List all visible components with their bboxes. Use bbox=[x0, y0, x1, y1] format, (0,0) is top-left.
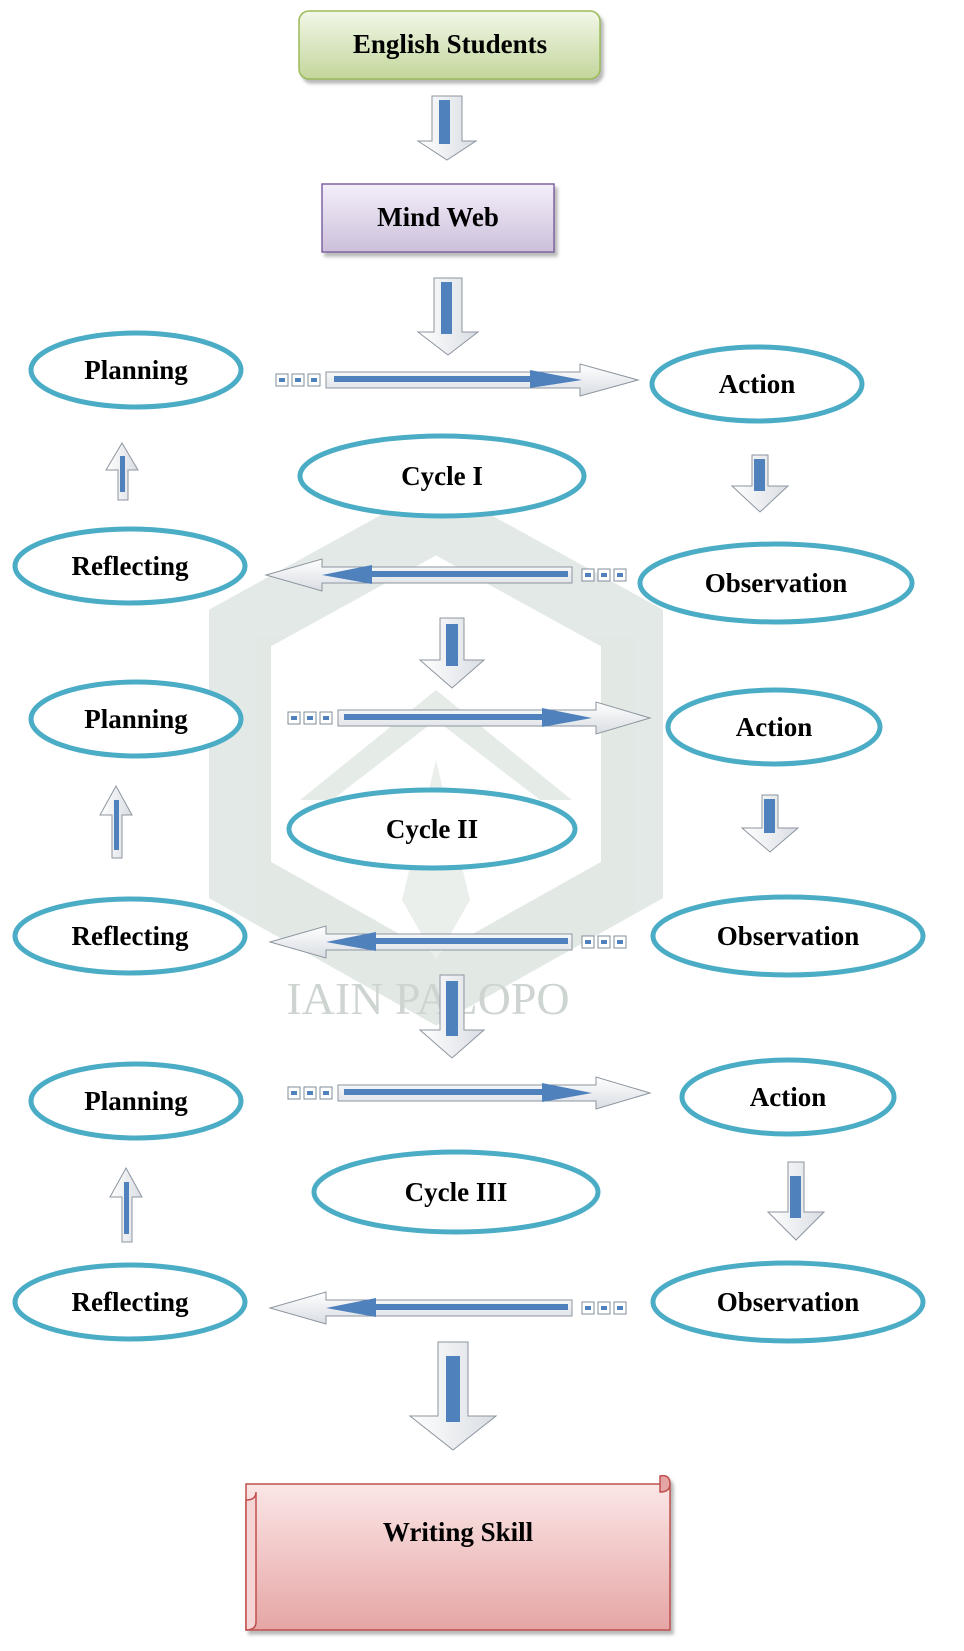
left-arrow-icon bbox=[264, 558, 627, 592]
start-node-box bbox=[298, 10, 601, 80]
cycle-1-action-node bbox=[649, 344, 865, 424]
cycle-2-title-node bbox=[286, 787, 578, 871]
up-arrow-icon bbox=[99, 784, 133, 859]
cycle-2-planning-node bbox=[28, 679, 244, 759]
cycle-1-reflecting-node bbox=[12, 526, 248, 606]
cycle-1-planning-node bbox=[28, 330, 244, 410]
cycle-1-observation-label: Observation bbox=[705, 568, 848, 598]
scroll-curl-top-right bbox=[659, 1474, 671, 1493]
result-node-box bbox=[245, 1483, 671, 1631]
cycle-2-action-label: Action bbox=[736, 712, 813, 742]
right-arrow-icon bbox=[287, 1076, 652, 1110]
cycle-3-reflecting-node bbox=[12, 1262, 248, 1342]
down-arrow-icon bbox=[766, 1161, 826, 1241]
scroll-curl-left bbox=[245, 1491, 257, 1631]
method-node-box bbox=[321, 183, 555, 253]
cycle-1-observation-node bbox=[637, 541, 915, 625]
cycle-2-observation-node bbox=[650, 894, 926, 978]
start-node-label: English Students bbox=[353, 29, 547, 59]
method-node bbox=[321, 183, 555, 253]
cycle-2-title-label: Cycle II bbox=[386, 814, 478, 844]
down-arrow-icon bbox=[416, 277, 480, 356]
down-arrow-icon bbox=[418, 617, 486, 689]
cycle-3-title-node bbox=[311, 1149, 601, 1235]
cycle-3-observation-label: Observation bbox=[717, 1287, 860, 1317]
cycle-1-reflecting-label: Reflecting bbox=[72, 551, 189, 581]
up-arrow-icon bbox=[105, 442, 139, 501]
cycle-3-title-label: Cycle III bbox=[405, 1177, 508, 1207]
cycle-1-action-label: Action bbox=[719, 369, 796, 399]
result-node bbox=[245, 1474, 671, 1631]
right-arrow-icon bbox=[287, 701, 652, 735]
right-arrow-icon bbox=[275, 363, 640, 397]
cycle-3-planning-label: Planning bbox=[84, 1086, 188, 1116]
cycle-2-reflecting-label: Reflecting bbox=[72, 921, 189, 951]
left-arrow-icon bbox=[268, 1291, 627, 1325]
down-arrow-icon bbox=[416, 95, 478, 161]
cycle-3-planning-node bbox=[28, 1061, 244, 1141]
down-arrow-icon bbox=[408, 1341, 498, 1451]
up-arrow-icon bbox=[109, 1166, 143, 1243]
cycle-1-title-node bbox=[297, 433, 587, 519]
down-arrow-icon bbox=[740, 794, 800, 853]
cycle-2-reflecting-node bbox=[12, 896, 248, 976]
start-node bbox=[298, 10, 601, 80]
method-node-label: Mind Web bbox=[377, 202, 499, 232]
cycle-3-observation-node bbox=[650, 1260, 926, 1344]
cycle-3: Planning Action Cycle III Reflecting bbox=[12, 1057, 926, 1344]
cycle-3-action-label: Action bbox=[750, 1082, 827, 1112]
cycle-2-observation-label: Observation bbox=[717, 921, 860, 951]
watermark-text: IAIN PALOPO bbox=[286, 973, 569, 1024]
cycle-2-planning-label: Planning bbox=[84, 704, 188, 734]
cycle-3-action-node bbox=[679, 1057, 897, 1137]
left-arrow-icon bbox=[268, 925, 627, 959]
down-arrow-icon bbox=[730, 454, 790, 513]
cycle-1: Planning Action Cycle I Reflecting bbox=[12, 330, 915, 625]
result-node-label: Writing Skill bbox=[383, 1517, 534, 1547]
cycle-1-title-label: Cycle I bbox=[401, 461, 483, 491]
cycle-3-reflecting-label: Reflecting bbox=[72, 1287, 189, 1317]
watermark-hexagon-logo bbox=[209, 484, 663, 1026]
cycle-2-action-node bbox=[665, 687, 883, 767]
down-arrow-icon bbox=[418, 974, 486, 1059]
cycle-1-planning-label: Planning bbox=[84, 355, 188, 385]
cycle-2: Planning Action Cycle II Reflecting bbox=[12, 679, 926, 978]
